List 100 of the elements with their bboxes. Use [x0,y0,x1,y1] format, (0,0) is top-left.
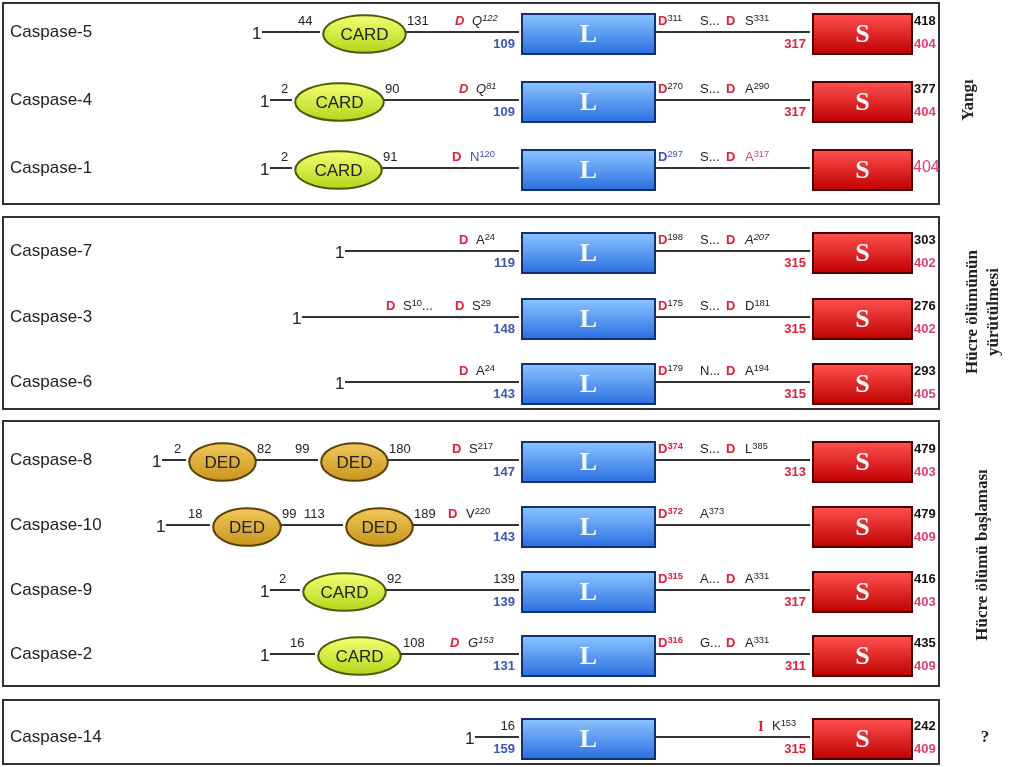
domain-label: L [579,21,598,47]
cleavage-site-residue: D [452,150,462,163]
residue-number: 416 [914,572,936,585]
residue-label: G... [700,636,721,649]
domain-label: L [579,306,598,332]
domain-ellipse [320,442,389,482]
domain-ellipse [188,442,257,482]
domain-ellipse [317,636,402,676]
domain-box [521,298,656,340]
chain-line [344,250,520,252]
residue-number: 1 [156,518,166,535]
residue-label: 2 [174,442,182,455]
residue-number: 409 [914,530,936,543]
cleavage-site-residue: D [726,364,736,377]
domain-box [812,571,913,613]
cleavage-site-residue: D [726,572,736,585]
residue-label: 44 [298,14,313,27]
cleavage-site-residue: 315 [784,387,806,400]
group-label: Hücre ölümünün yürütülmesi [960,249,1003,376]
residue-label: 113 [304,507,325,520]
domain-ellipse [294,82,385,122]
chain-line [261,31,321,33]
residue-label: S... [700,150,720,163]
domain-box [521,571,656,613]
residue-label: A$^{194}$ [745,364,770,377]
domain-label: S [855,643,870,669]
domain-box [521,506,656,548]
residue-label: Q$^{122}$ [472,14,498,27]
domain-label: L [579,157,598,183]
residue-label: S... [700,14,720,27]
caspase-name: Caspase-2 [10,645,93,662]
cleavage-site-residue: D$^{270}$ [658,82,683,95]
residue-number: 1 [152,453,162,470]
chain-line [269,99,293,101]
cleavage-site-residue: D [455,299,465,312]
cleavage-site-residue: 315 [784,322,806,335]
domain-box [812,506,913,548]
group-frame [2,2,940,205]
residue-label: N... [700,364,721,377]
residue-label: 18 [188,507,203,520]
domain-label: S [855,21,870,47]
domain-label: L [579,579,598,605]
residue-label: A$^{290}$ [745,82,770,95]
cleavage-site-residue: D$^{198}$ [658,233,683,246]
cleavage-site-residue: D [726,233,736,246]
cleavage-site-residue: 315 [784,742,806,755]
residue-label: A$^{331}$ [745,572,770,585]
cleavage-site-residue: I [758,719,764,734]
chain-line [269,653,316,655]
cleavage-site-residue: D [455,14,465,27]
domain-box [521,149,656,191]
residue-label: S... [700,442,720,455]
cleavage-site-residue: D$^{372}$ [658,507,683,520]
caspase-name: Caspase-10 [10,516,102,533]
cleavage-site-residue: D [448,507,458,520]
residue-label: A$^{24}$ [476,233,496,246]
domain-label: DED [336,453,373,471]
chain-line [301,316,520,318]
residue-label: 82 [257,442,272,455]
residue-label: S... [700,82,720,95]
caspase-name: Caspase-9 [10,581,93,598]
domain-label: CARD [314,161,363,179]
domain-ellipse [294,150,383,190]
domain-label: S [855,89,870,115]
domain-box [812,635,913,677]
caspase-name: Caspase-7 [10,242,93,259]
domain-label: CARD [320,583,369,601]
residue-number: 1 [465,730,475,747]
domain-ellipse [322,14,407,54]
domain-label: L [579,240,598,266]
domain-label: CARD [315,93,364,111]
residue-label: S... [700,233,720,246]
domain-label: S [855,514,870,540]
residue-label: N$^{120}$ [470,150,495,163]
residue-label: K$^{153}$ [772,719,797,732]
residue-number: 1 [260,161,270,178]
group-frame [2,699,940,765]
cleavage-site-residue: D [386,299,396,312]
domain-box [812,298,913,340]
domain-label: S [855,449,870,475]
domain-label: S [855,579,870,605]
residue-number: 377 [914,82,936,95]
residue-number: 402 [914,322,936,335]
residue-label: S... [700,299,720,312]
cleavage-site-residue: D$^{374}$ [658,442,683,455]
domain-box [521,81,656,123]
residue-label: S$^{217}$ [469,442,494,455]
residue-label: S$^{29}$ [472,299,492,312]
domain-label: DED [229,518,265,536]
residue-label: Q$^{81}$ [476,82,497,95]
caspase-name: Caspase-3 [10,308,93,325]
residue-label: L$^{385}$ [745,442,768,455]
residue-number: 479 [914,507,936,520]
caspase-name: Caspase-8 [10,451,93,468]
cleavage-site-residue: D$^{311}$ [658,14,683,27]
domain-label: L [579,726,598,752]
residue-label: 92 [387,572,402,585]
domain-label: CARD [335,647,384,665]
residue-label: 99 [295,442,310,455]
domain-label: L [579,89,598,115]
